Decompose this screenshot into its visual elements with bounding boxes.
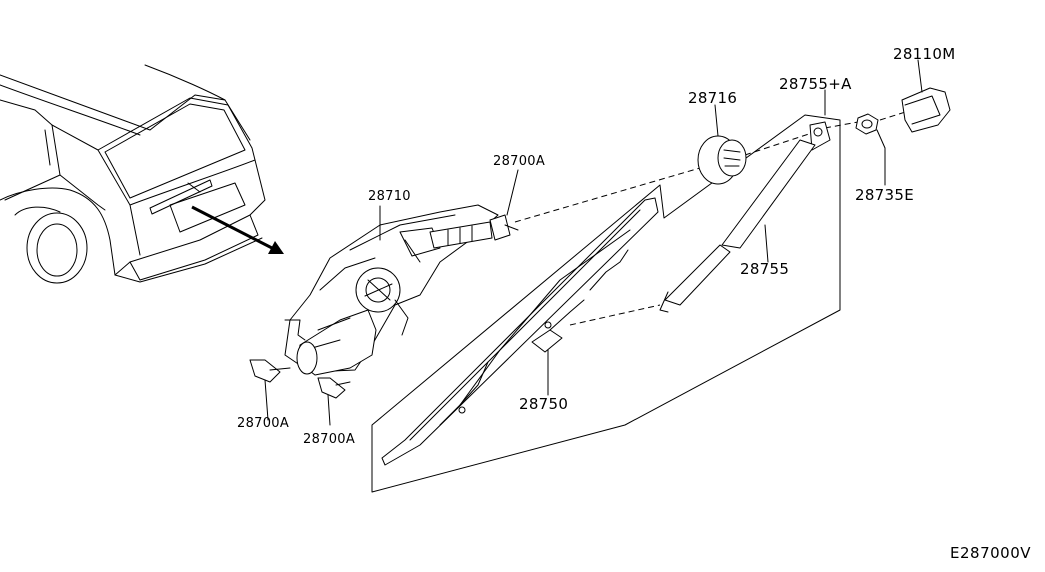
wiper-arm-part	[659, 89, 831, 313]
assembly-outline	[371, 114, 841, 493]
label-motor-bolt-left: 28700A	[237, 416, 290, 431]
wiper-blade-part	[381, 197, 659, 466]
nut-part	[855, 113, 886, 186]
grommet-part	[697, 104, 747, 185]
diagram-code: E287000V	[950, 544, 1031, 562]
label-motor-bolt-bottom: 28700A	[303, 432, 356, 447]
label-blade: 28750	[519, 395, 569, 413]
label-arm: 28755	[740, 260, 790, 278]
label-arm-assembly: 28755+A	[779, 75, 852, 93]
label-motor-bracket: 28710	[368, 189, 411, 204]
dash-line-grommet-to-arm	[744, 131, 816, 156]
label-motor-bolt-top: 28700A	[493, 154, 546, 169]
wiper-motor-assembly	[249, 169, 519, 426]
label-cap: 28110M	[893, 45, 956, 63]
cap-part	[901, 59, 951, 133]
vehicle-illustration	[0, 64, 284, 284]
dash-line-motor-to-grommet	[514, 167, 701, 223]
label-grommet: 28716	[688, 89, 738, 107]
dash-line-blade-to-arm	[569, 304, 661, 326]
dash-line-arm-to-nut	[824, 121, 859, 129]
label-nut: 28735E	[855, 186, 914, 204]
